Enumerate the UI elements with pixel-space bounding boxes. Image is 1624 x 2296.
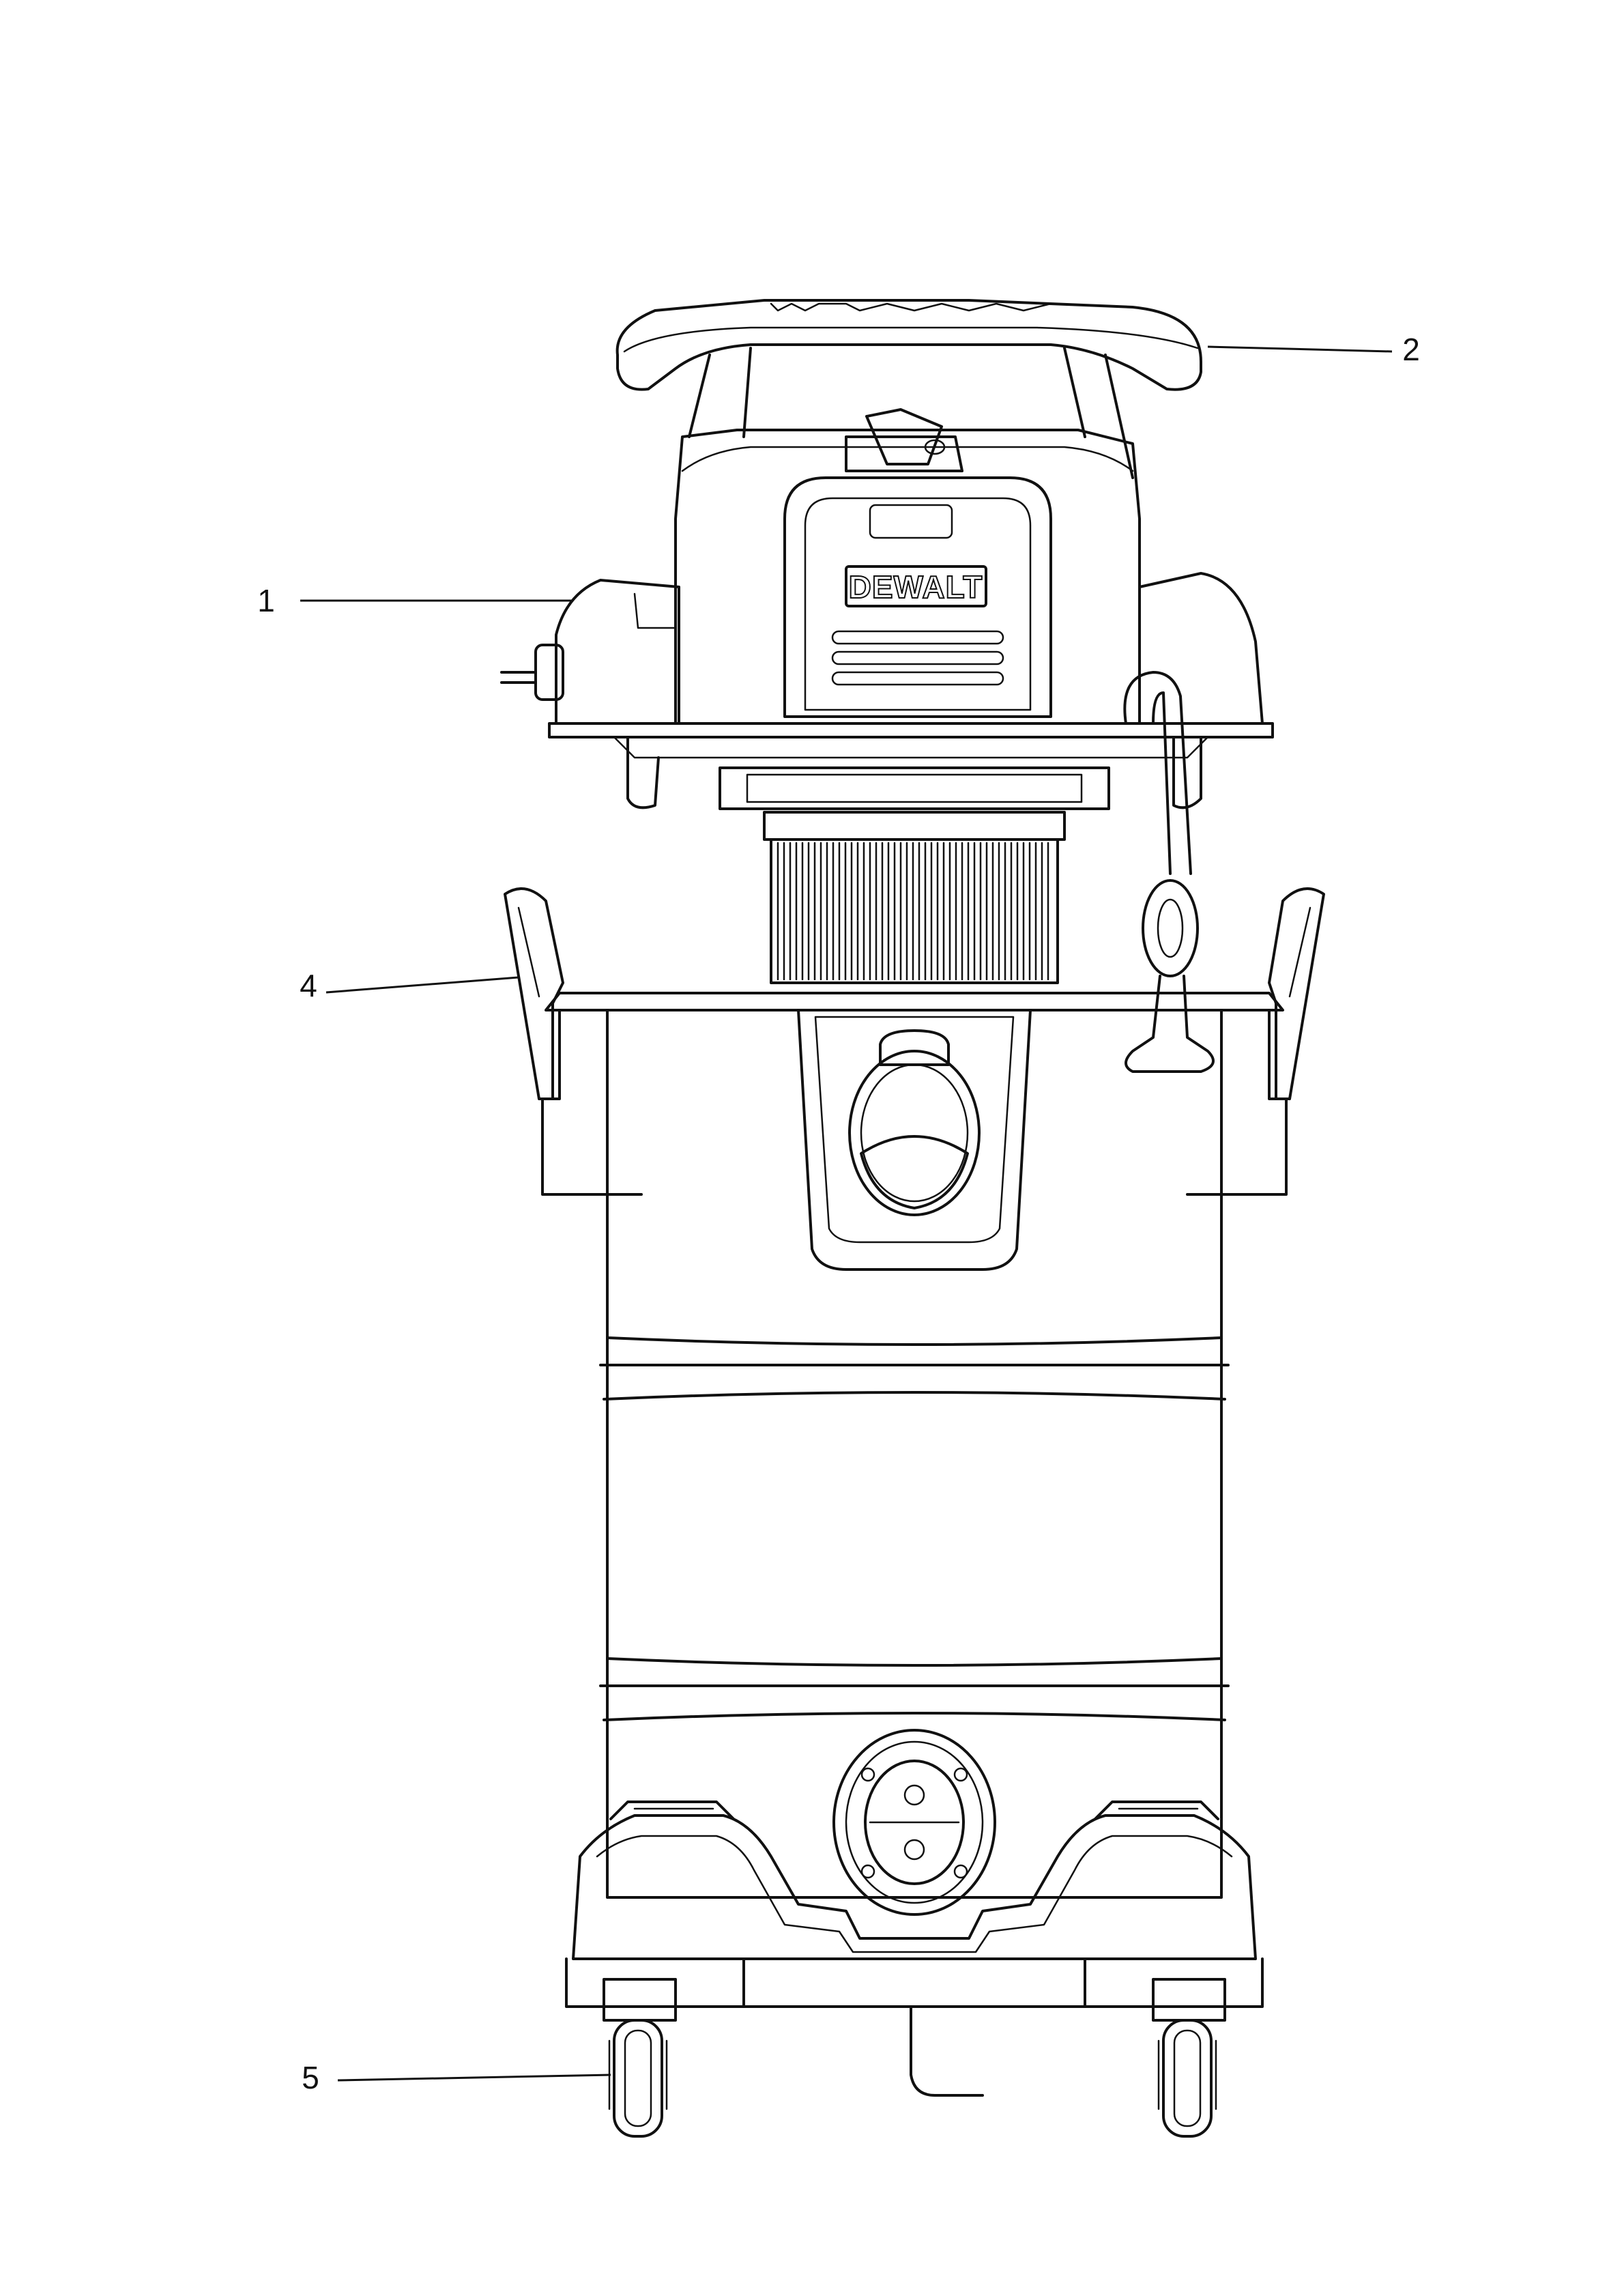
inlet-panel	[797, 1009, 1032, 1271]
power-switch	[845, 408, 963, 472]
callout-2-label: 2	[1402, 332, 1420, 367]
hose-inlet-port	[848, 1029, 981, 1216]
brand-logo-text: DEWALT	[849, 569, 983, 605]
cartridge-filter	[763, 811, 1066, 984]
callout-2: 2	[1207, 332, 1420, 367]
drum-latch-right	[1268, 887, 1325, 1100]
vent-slots	[831, 630, 1004, 686]
carry-handle	[615, 299, 1202, 479]
drain-plug	[832, 1729, 996, 1916]
callout-5: 5	[302, 2060, 611, 2095]
brand-logo: DEWALT	[845, 565, 987, 607]
caster-left	[603, 1978, 677, 2138]
power-head: DEWALT	[500, 408, 1274, 810]
dolly-base	[565, 1800, 1264, 2097]
head-collar	[719, 766, 1110, 810]
head-base-plate	[548, 722, 1274, 738]
caster-right	[1152, 1978, 1226, 2138]
left-side-housing	[555, 579, 680, 725]
collection-drum	[541, 992, 1288, 1916]
callout-4: 4	[300, 968, 519, 1003]
right-side-housing	[1138, 572, 1264, 725]
callout-5-label: 5	[302, 2060, 319, 2095]
drum-latch-left	[504, 887, 564, 1100]
foot-pad-left	[609, 1800, 735, 1820]
cord-hose-hook	[1123, 671, 1215, 1073]
foot-pad-right	[1094, 1800, 1219, 1820]
head-latch-left	[626, 736, 660, 809]
callout-1: 1	[257, 583, 573, 618]
callout-4-label: 4	[300, 968, 317, 1003]
callout-1-label: 1	[257, 583, 275, 618]
indicator-window	[869, 504, 953, 539]
side-knob	[500, 644, 564, 701]
